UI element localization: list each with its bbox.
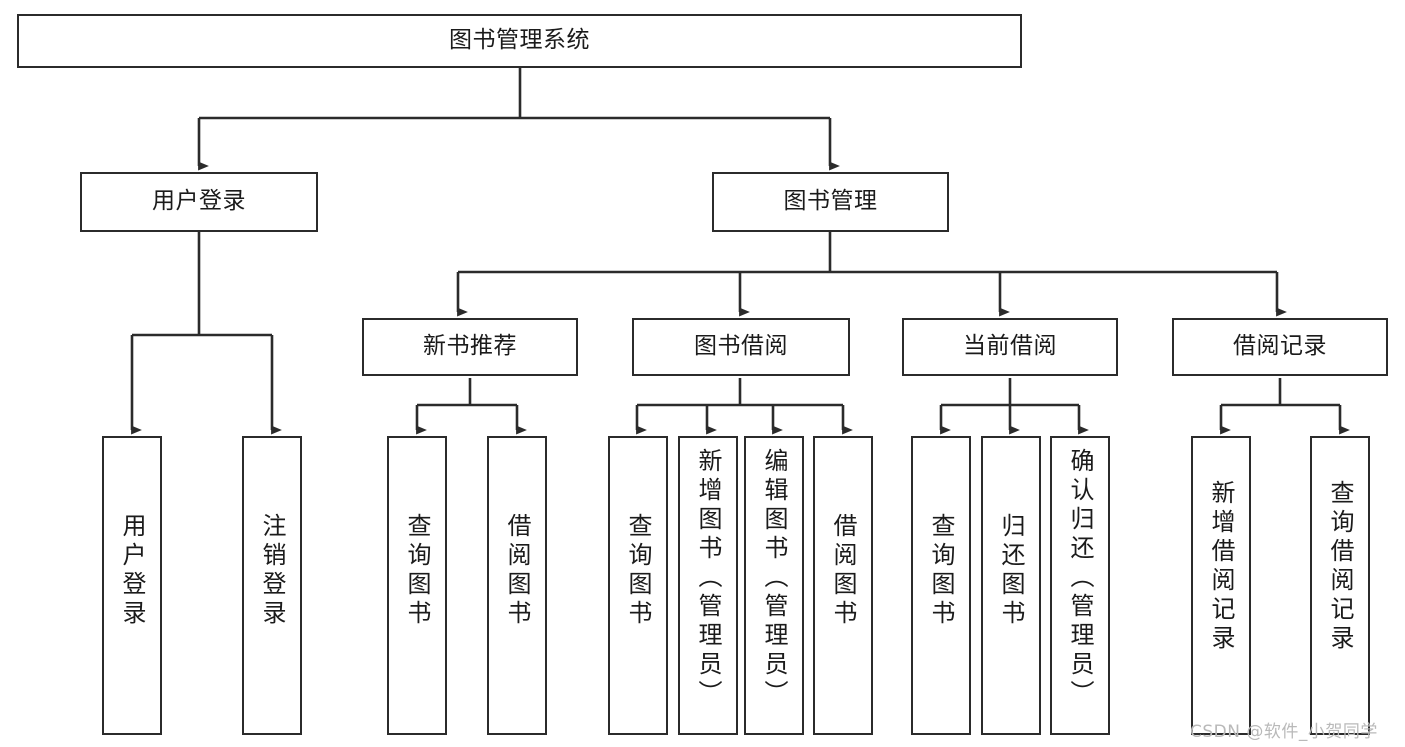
node-label: 借阅记录 (1233, 333, 1327, 360)
node-label: 查询借阅记录 (1326, 480, 1354, 654)
node-label: 图书借阅 (694, 333, 788, 360)
leaf-add-book-admin[interactable]: 新增图书（管理员） (678, 436, 738, 735)
leaf-logout[interactable]: 注销登录 (242, 436, 302, 735)
node-label: 确认归还（管理员） (1066, 448, 1094, 709)
leaf-confirm-return-admin[interactable]: 确认归还（管理员） (1050, 436, 1110, 735)
leaf-return-books[interactable]: 归还图书 (981, 436, 1041, 735)
leaf-query-books-borrow[interactable]: 查询图书 (608, 436, 668, 735)
node-label: 查询图书 (403, 513, 431, 629)
node-book-borrow[interactable]: 图书借阅 (632, 318, 850, 376)
node-label: 查询图书 (927, 513, 955, 629)
leaf-query-books-recommend[interactable]: 查询图书 (387, 436, 447, 735)
node-label: 图书管理 (783, 188, 878, 215)
leaf-add-borrow-record[interactable]: 新增借阅记录 (1191, 436, 1251, 735)
node-borrow-records[interactable]: 借阅记录 (1172, 318, 1388, 376)
node-label: 新书推荐 (423, 333, 517, 360)
node-label: 用户登录 (118, 513, 146, 629)
node-label: 新增借阅记录 (1207, 480, 1235, 654)
node-root-system[interactable]: 图书管理系统 (17, 14, 1022, 68)
node-label: 借阅图书 (503, 513, 531, 629)
node-label: 图书管理系统 (449, 27, 590, 54)
node-user-login[interactable]: 用户登录 (80, 172, 318, 232)
node-new-book-recommend[interactable]: 新书推荐 (362, 318, 578, 376)
leaf-query-borrow-record[interactable]: 查询借阅记录 (1310, 436, 1370, 735)
leaf-user-login[interactable]: 用户登录 (102, 436, 162, 735)
leaf-edit-book-admin[interactable]: 编辑图书（管理员） (744, 436, 804, 735)
node-label: 用户登录 (152, 188, 246, 215)
node-label: 编辑图书（管理员） (760, 448, 788, 709)
node-label: 当前借阅 (963, 333, 1057, 360)
node-label: 归还图书 (997, 513, 1025, 629)
node-book-management[interactable]: 图书管理 (712, 172, 949, 232)
leaf-query-books-current[interactable]: 查询图书 (911, 436, 971, 735)
leaf-borrow-books-recommend[interactable]: 借阅图书 (487, 436, 547, 735)
node-current-borrow[interactable]: 当前借阅 (902, 318, 1118, 376)
node-label: 查询图书 (624, 513, 652, 629)
node-label: 注销登录 (258, 513, 286, 629)
leaf-borrow-books[interactable]: 借阅图书 (813, 436, 873, 735)
node-label: 新增图书（管理员） (694, 448, 722, 709)
node-label: 借阅图书 (829, 513, 857, 629)
